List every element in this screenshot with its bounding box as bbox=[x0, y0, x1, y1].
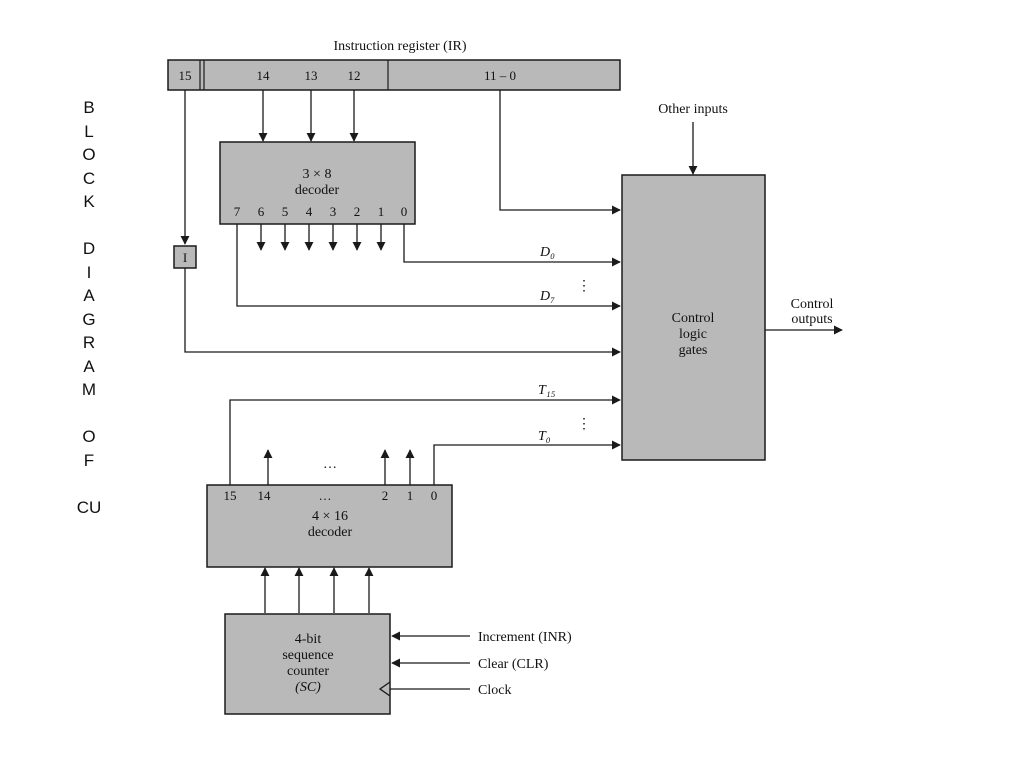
decoder-3x8-out: 4 bbox=[306, 204, 313, 219]
decoder-4x16-label: decoder bbox=[308, 525, 353, 540]
clock-edge-marker bbox=[378, 681, 391, 697]
side-label-char: M bbox=[81, 380, 97, 399]
decoder-4x16-out: 2 bbox=[382, 488, 389, 503]
clock-label: Clock bbox=[478, 683, 511, 698]
ir-11-0-line bbox=[499, 90, 621, 215]
side-label-char: B bbox=[83, 98, 95, 117]
counter-line4: (SC) bbox=[295, 680, 321, 695]
side-label-char: CU bbox=[76, 497, 102, 517]
d0-line bbox=[403, 224, 621, 267]
decoder-4x16 bbox=[206, 484, 453, 568]
decoder-3x8-out: 1 bbox=[378, 204, 385, 219]
sequence-counter bbox=[224, 613, 391, 715]
ir-title: Instruction register (IR) bbox=[334, 39, 467, 54]
counter-line1: 4-bit bbox=[295, 632, 322, 647]
decoder-3x8-out: 5 bbox=[282, 204, 289, 219]
control-outputs-line2: outputs bbox=[791, 312, 832, 327]
t0-label: T₀ bbox=[538, 429, 551, 444]
side-label-char: K bbox=[83, 192, 95, 211]
ir-field-14: 14 bbox=[257, 68, 271, 83]
control-line3: gates bbox=[679, 343, 708, 358]
decoder-4x16-out: 15 bbox=[224, 488, 237, 503]
counter-line3: counter bbox=[287, 664, 329, 679]
ir-field-15: 15 bbox=[179, 68, 192, 83]
t15-label: T₁₅ bbox=[538, 383, 556, 398]
control-line1: Control bbox=[672, 311, 715, 326]
ir-field-11-0: 11 – 0 bbox=[484, 68, 516, 83]
side-label-char: G bbox=[82, 309, 96, 329]
decoder-3x8-out: 3 bbox=[330, 204, 337, 219]
control-outputs-line1: Control bbox=[791, 297, 834, 312]
counter-line2: sequence bbox=[282, 648, 333, 663]
side-label: B L O C K D I A G R A M O F CU bbox=[64, 96, 114, 519]
d-ellipsis: ⋮ bbox=[577, 279, 591, 294]
side-label-char: O bbox=[82, 427, 96, 446]
decoder-4x16-dots: … bbox=[323, 457, 337, 472]
control-logic-gates bbox=[621, 174, 766, 461]
other-inputs-label: Other inputs bbox=[658, 102, 728, 117]
decoder-4x16-out: 14 bbox=[258, 488, 272, 503]
decoder-4x16-out: … bbox=[319, 488, 332, 503]
i-to-control-line bbox=[184, 268, 621, 357]
i-flipflop-label: I bbox=[183, 250, 187, 265]
side-label-char: L bbox=[84, 121, 94, 141]
side-label-char: C bbox=[82, 168, 96, 188]
side-label-char: I bbox=[86, 262, 92, 282]
side-label-char: F bbox=[83, 450, 95, 470]
t15-line bbox=[229, 395, 621, 485]
side-label-char: A bbox=[83, 356, 95, 376]
d7-label: D₇ bbox=[539, 289, 555, 304]
decoder-4x16-size: 4 × 16 bbox=[312, 509, 348, 524]
t0-line bbox=[433, 440, 621, 485]
side-label-char: A bbox=[83, 286, 95, 305]
decoder-3x8-size: 3 × 8 bbox=[303, 167, 332, 182]
ir-field-13: 13 bbox=[305, 68, 318, 83]
d0-label: D₀ bbox=[539, 245, 555, 260]
side-label-char: R bbox=[82, 333, 96, 352]
clear-label: Clear (CLR) bbox=[478, 657, 549, 672]
decoder-3x8-out: 6 bbox=[258, 204, 265, 219]
t-ellipsis: ⋮ bbox=[577, 417, 591, 432]
decoder-3x8-out: 0 bbox=[401, 204, 408, 219]
instruction-register bbox=[167, 59, 621, 91]
decoder-3x8-label: decoder bbox=[295, 183, 340, 198]
decoder-3x8-out: 2 bbox=[354, 204, 361, 219]
increment-label: Increment (INR) bbox=[478, 630, 572, 645]
decoder-3x8-out: 7 bbox=[234, 204, 241, 219]
ir-field-12: 12 bbox=[348, 68, 361, 83]
d7-line bbox=[236, 224, 621, 311]
side-label-char: O bbox=[82, 145, 96, 164]
decoder-3x8 bbox=[219, 141, 416, 225]
decoder-4x16-out: 0 bbox=[431, 488, 438, 503]
side-label-char: D bbox=[82, 239, 96, 258]
decoder-4x16-out: 1 bbox=[407, 488, 414, 503]
control-line2: logic bbox=[679, 327, 707, 342]
